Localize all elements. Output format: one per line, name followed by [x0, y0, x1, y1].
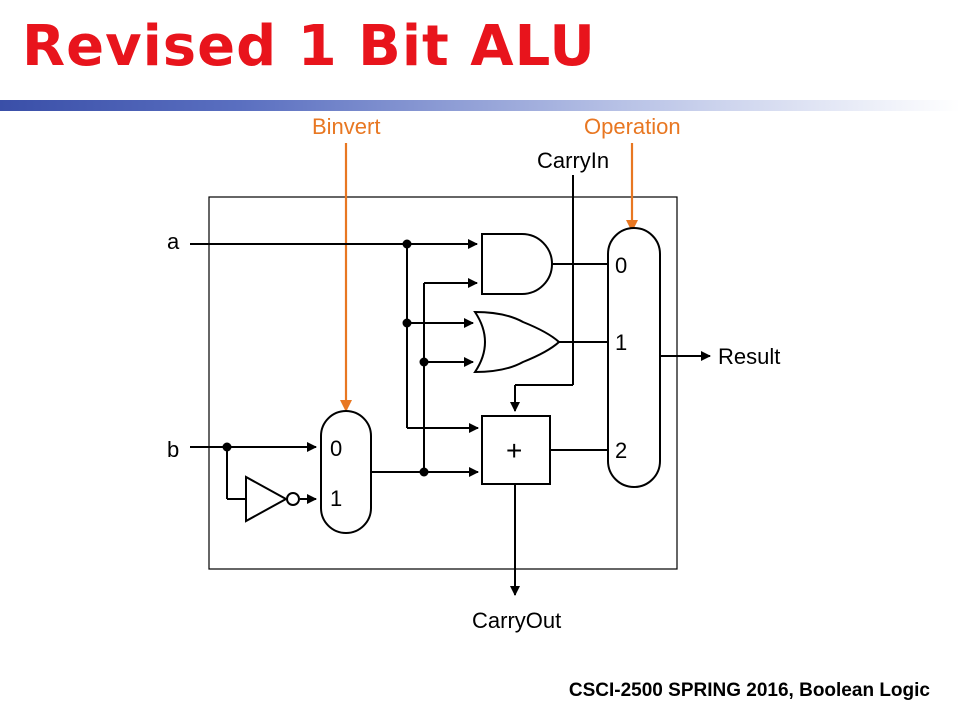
adder-symbol: + — [506, 435, 522, 466]
binvert-mux-input-0: 0 — [330, 436, 342, 461]
junction-dot — [419, 467, 429, 477]
operation-mux-input-0: 0 — [615, 253, 627, 278]
or-gate — [473, 310, 561, 374]
junction-dot — [402, 239, 412, 249]
binvert-label: Binvert — [312, 114, 380, 139]
operation-mux — [607, 227, 661, 488]
inverter-gate — [245, 475, 300, 523]
operation-mux-input-wires — [550, 263, 608, 451]
carryin-wire — [510, 175, 574, 412]
alu-boundary-box — [208, 196, 678, 570]
operation-mux-input-2: 2 — [615, 438, 627, 463]
junction-dot — [222, 442, 232, 452]
carryin-label: CarryIn — [537, 148, 609, 173]
result-label: Result — [718, 344, 780, 369]
binvert-mux — [320, 410, 372, 534]
slide-footer: CSCI-2500 SPRING 2016, Boolean Logic — [568, 680, 930, 701]
input-a-label: a — [167, 229, 180, 254]
carryout-label: CarryOut — [472, 608, 561, 633]
junction-dot — [419, 357, 429, 367]
input-a-wires — [190, 239, 479, 433]
input-b-wires — [190, 442, 317, 504]
slide-title: Revised 1 Bit ALU — [22, 14, 596, 79]
alu-diagram: Binvert Operation CarryIn a b 0 1 — [167, 114, 780, 633]
junction-dot — [402, 318, 412, 328]
b-path-wires — [371, 278, 479, 477]
and-gate — [481, 233, 553, 295]
binvert-mux-input-1: 1 — [330, 486, 342, 511]
input-b-label: b — [167, 437, 179, 462]
title-divider — [0, 100, 960, 111]
operation-label: Operation — [584, 114, 681, 139]
operation-mux-input-1: 1 — [615, 330, 627, 355]
